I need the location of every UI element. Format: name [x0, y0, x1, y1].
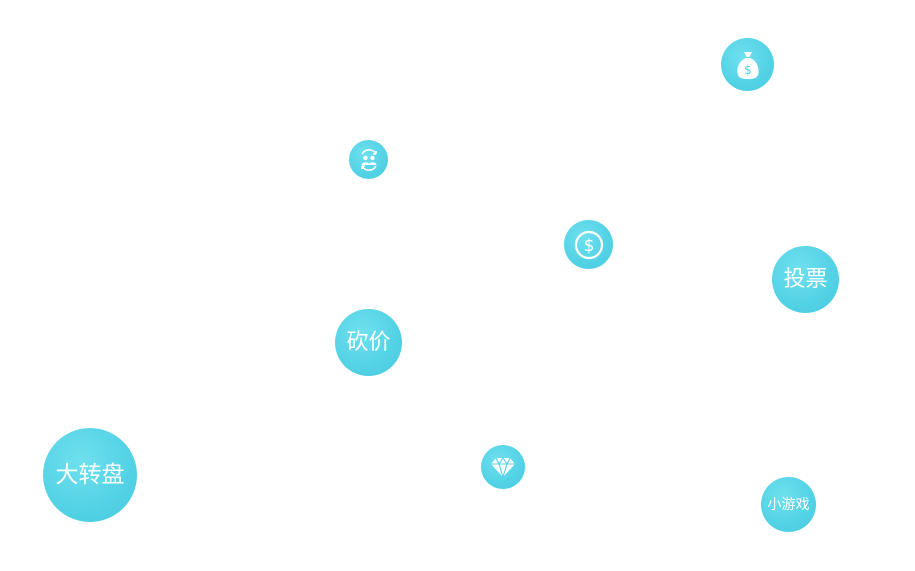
- svg-text:$: $: [583, 236, 594, 256]
- money-bag-icon: $: [734, 49, 762, 81]
- users-swap-icon: [357, 148, 381, 171]
- wheel-bubble[interactable]: 大转盘: [43, 428, 137, 522]
- diamond-icon: [490, 456, 516, 478]
- vote-label: 投票: [783, 266, 828, 292]
- bargain-label: 砍价: [346, 329, 391, 355]
- game-bubble[interactable]: 小游戏: [761, 477, 816, 532]
- vote-bubble[interactable]: 投票: [772, 246, 839, 313]
- svg-text:$: $: [744, 63, 752, 77]
- diamond-bubble[interactable]: [481, 445, 525, 489]
- users-swap-bubble[interactable]: [349, 140, 388, 179]
- wheel-label: 大转盘: [55, 461, 125, 488]
- dollar-coin-icon: $: [573, 229, 605, 261]
- money-bag-bubble[interactable]: $: [721, 38, 774, 91]
- game-label: 小游戏: [767, 496, 810, 513]
- dollar-coin-bubble[interactable]: $: [564, 220, 613, 269]
- bargain-bubble[interactable]: 砍价: [335, 309, 402, 376]
